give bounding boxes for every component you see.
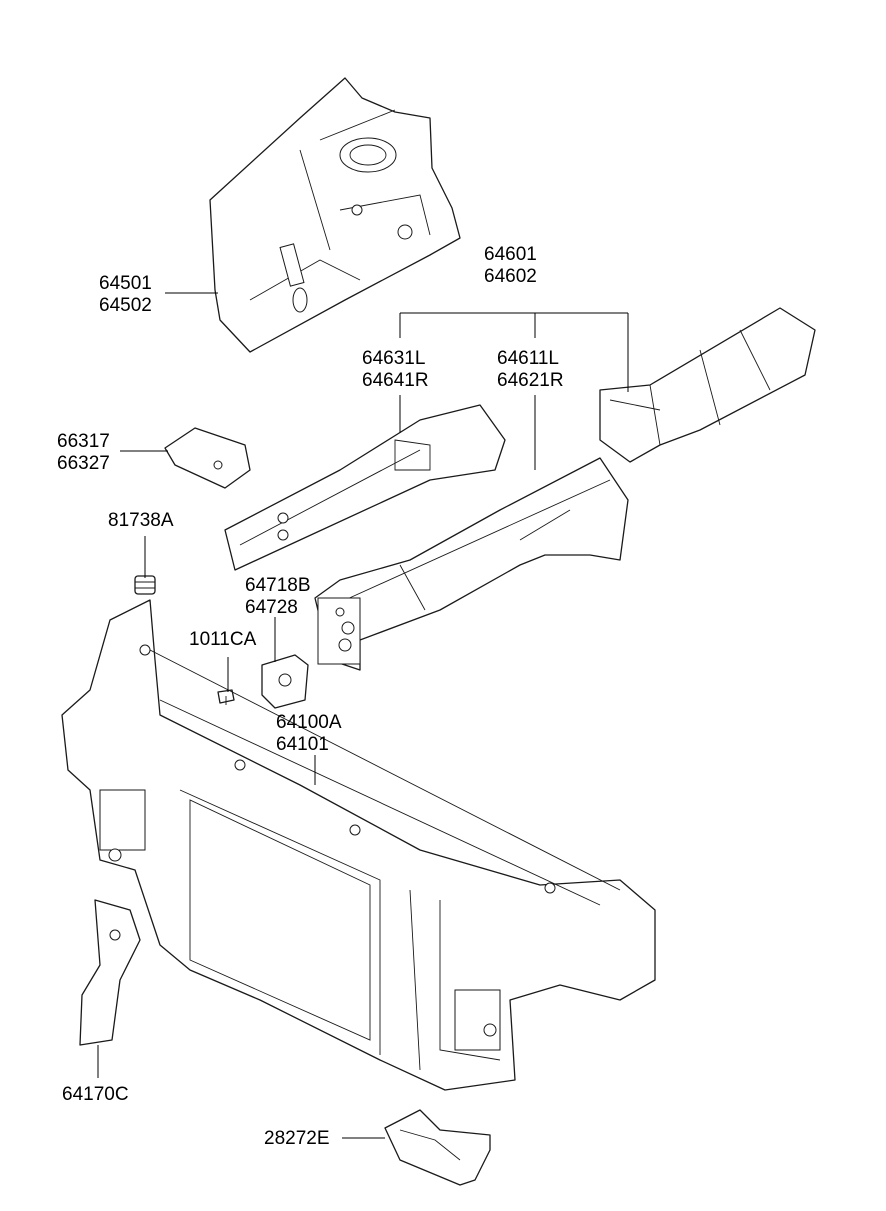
guard-part [384,1109,491,1186]
callout-member-assy-line-1: 64601 [484,244,537,265]
callout-member-right-line-2: 64621R [497,370,564,391]
plate-part [261,654,309,709]
callout-plug-line-1: 81738A [108,510,174,531]
callout-carrier: 64100A 64101 [276,712,342,756]
side-member-assy-part [599,307,816,463]
wheel-apron-part [209,77,461,353]
callout-carrier-line-2: 64101 [276,734,329,755]
callout-member-right: 64611L 64621R [497,348,564,392]
leader-lines [97,292,629,1139]
callout-plug: 81738A [108,510,174,532]
callout-apron: 64501 64502 [99,273,152,317]
callout-member-left-line-1: 64631L [362,348,426,369]
callout-guard: 28272E [264,1128,330,1150]
callout-member-left-line-2: 64641R [362,370,429,391]
callout-plate-line-2: 64728 [245,597,298,618]
callout-bracket-line-2: 66327 [57,453,110,474]
bolt-part [217,689,235,705]
bracket-part [164,427,251,489]
callout-member-assy-line-2: 64602 [484,266,537,287]
carrier-part [61,599,656,1091]
side-member-left-part [224,404,506,571]
stay-part [79,899,141,1046]
callout-bracket: 66317 66327 [57,431,110,475]
callout-guard-line-1: 28272E [264,1128,330,1149]
callout-stay: 64170C [62,1084,129,1106]
callout-member-assy: 64601 64602 [484,244,537,288]
callout-apron-line-2: 64502 [99,295,152,316]
plug-part [134,575,156,595]
callout-member-left: 64631L 64641R [362,348,429,392]
callout-bolt-line-1: 1011CA [189,629,257,650]
side-member-right-part [314,457,629,671]
callout-bolt: 1011CA [189,629,256,651]
callout-member-right-line-1: 64611L [497,348,559,369]
callout-stay-line-1: 64170C [62,1084,129,1105]
callout-carrier-line-1: 64100A [276,712,342,733]
callout-plate-line-1: 64718B [245,575,311,596]
callout-plate: 64718B 64728 [245,575,311,619]
callout-apron-line-1: 64501 [99,273,152,294]
callout-bracket-line-1: 66317 [57,431,110,452]
